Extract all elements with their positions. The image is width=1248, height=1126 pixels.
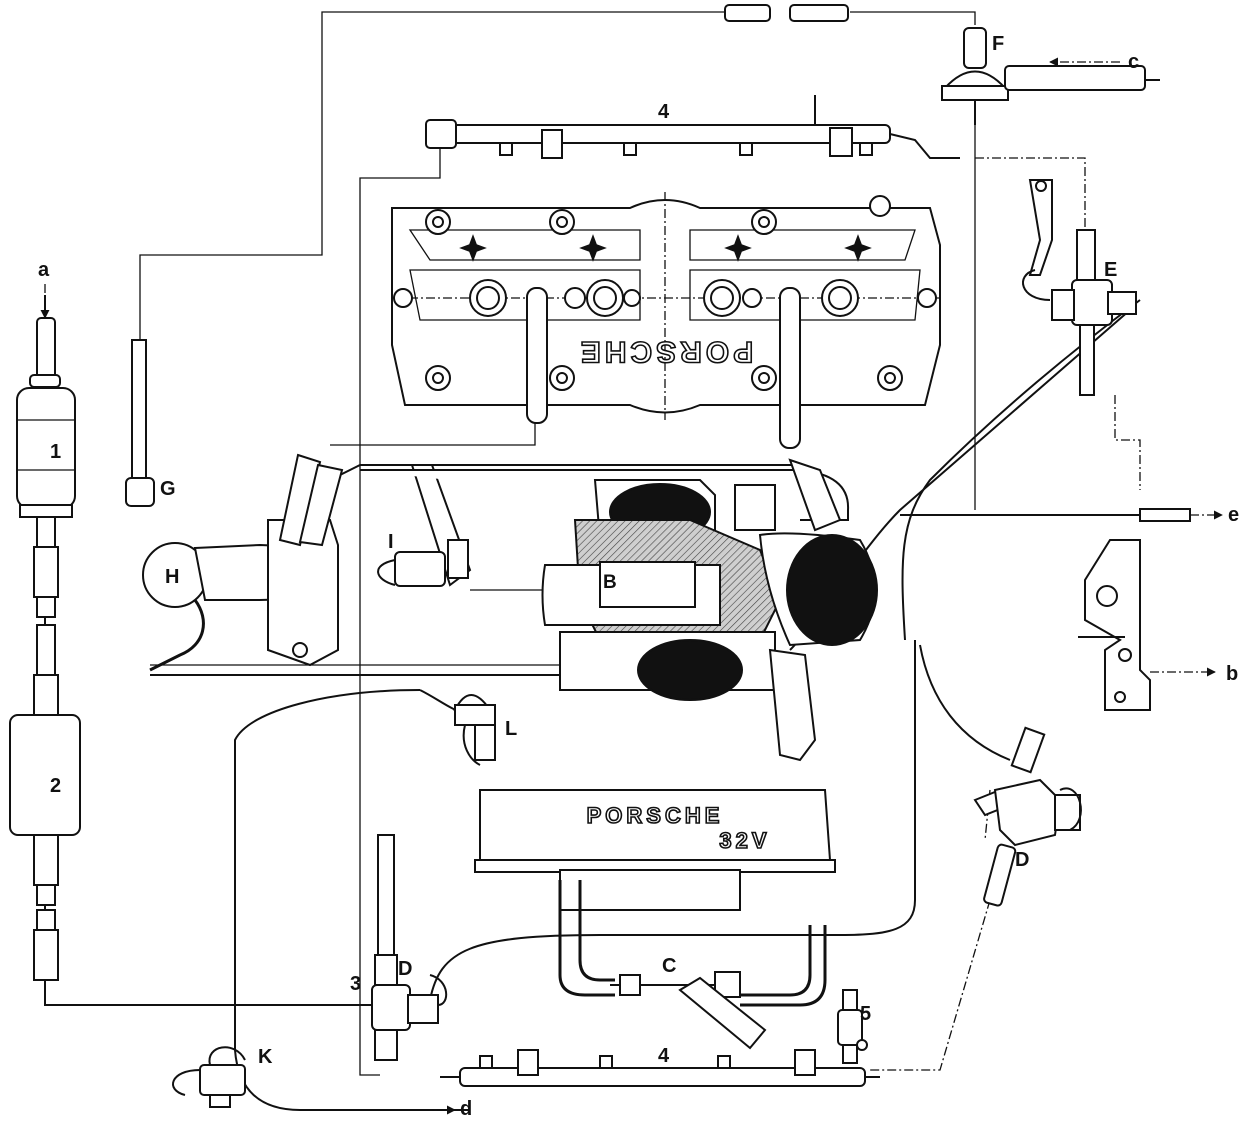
label-I: I	[388, 531, 394, 553]
label-L: L	[505, 718, 517, 740]
fuel-pump: 1	[16, 317, 76, 618]
injector-5: 5	[837, 989, 871, 1064]
label-fuel-rail-bottom: 4	[658, 1045, 670, 1067]
canister-H: H	[142, 453, 344, 672]
valve-I: I	[377, 464, 472, 587]
label-K: K	[258, 1046, 273, 1068]
valve-E: E	[1022, 179, 1137, 396]
cam-cover-top-logo: PORSCHE	[577, 335, 753, 368]
valve-G: G	[125, 339, 176, 507]
valve-F: F	[724, 4, 1146, 125]
label-F: F	[992, 33, 1004, 55]
label-D-left: D	[398, 958, 412, 980]
valve-L: L	[453, 694, 517, 766]
intake-assembly: B	[360, 458, 878, 762]
cam-cover-bottom-logo: PORSCHE	[587, 803, 724, 828]
label-fuel-rail-top: 4	[658, 101, 670, 123]
label-fuel-pump: 1	[50, 441, 61, 463]
valve-K: K	[172, 1046, 273, 1108]
valve-C: C	[610, 955, 767, 1050]
label-injector: 5	[860, 1003, 871, 1025]
cam-cover-bottom-sub: 32V	[719, 828, 770, 853]
label-C: C	[662, 955, 676, 977]
label-c: c	[1128, 51, 1139, 73]
connection-c: c	[1049, 51, 1160, 81]
label-fuel-filter: 2	[50, 775, 61, 797]
fuel-rail-top: 4	[425, 95, 960, 159]
connection-d: d	[420, 1098, 472, 1120]
label-d: d	[460, 1098, 472, 1120]
fuel-filter: 2	[9, 624, 81, 981]
label-pressure-damper: 3	[350, 973, 361, 995]
label-B: B	[603, 572, 617, 593]
cam-cover-bottom: PORSCHE 32V	[474, 789, 836, 1007]
cam-cover-top: PORSCHE	[391, 192, 941, 449]
connection-a: a	[38, 259, 50, 319]
label-e: e	[1228, 504, 1239, 526]
label-D-right: D	[1015, 849, 1029, 871]
label-a: a	[38, 259, 50, 281]
label-G: G	[160, 478, 176, 500]
fuel-rail-bottom: 4	[440, 1045, 880, 1087]
label-b: b	[1226, 663, 1238, 685]
pressure-damper-3: 3 D	[350, 834, 448, 1061]
regulator-D-right: D	[973, 726, 1082, 907]
hose-routing	[44, 11, 1190, 1111]
label-E: E	[1104, 259, 1117, 281]
connection-e: e	[1139, 504, 1239, 526]
bracket-b: b	[1078, 539, 1238, 711]
label-H: H	[165, 566, 179, 588]
